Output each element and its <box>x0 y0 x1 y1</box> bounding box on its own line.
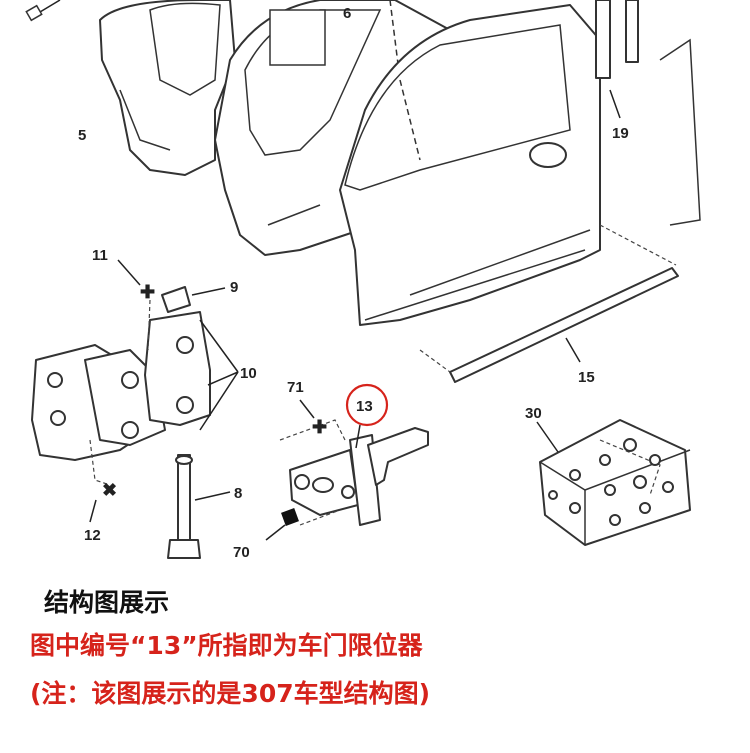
inner-door-panel <box>25 0 236 176</box>
callout-71: 71 <box>287 379 304 396</box>
rear-door <box>339 4 601 326</box>
callout-9: 9 <box>230 279 238 296</box>
callout-19: 19 <box>612 125 629 142</box>
callout-15: 15 <box>578 369 595 386</box>
callout-8: 8 <box>234 485 242 502</box>
caption-line-2: (注：该图展示的是307车型结构图) <box>30 679 431 708</box>
fastener-box <box>536 419 691 546</box>
door-check-assembly: ✚ <box>265 383 429 541</box>
parts-diagram: ✚ ✖ ✚ <box>25 0 701 561</box>
pillar-strips <box>595 0 701 226</box>
callout-13: 13 <box>356 398 373 415</box>
sill-trim <box>419 224 679 383</box>
svg-text:✚: ✚ <box>140 282 155 302</box>
highlight-circle <box>345 383 389 427</box>
callout-12: 12 <box>84 527 101 544</box>
hinge-assembly: ✚ ✖ <box>31 259 239 559</box>
callout-70: 70 <box>233 544 250 561</box>
callout-10: 10 <box>240 365 257 382</box>
callout-6: 6 <box>343 5 351 22</box>
caption-title: 结构图展示 <box>44 588 170 617</box>
callout-5: 5 <box>78 127 86 144</box>
callout-30: 30 <box>525 405 542 422</box>
caption-line-1: 图中编号“13”所指即为车门限位器 <box>30 631 423 660</box>
svg-text:✖: ✖ <box>102 480 117 500</box>
svg-text:✚: ✚ <box>312 417 327 437</box>
callout-11: 11 <box>92 247 108 264</box>
